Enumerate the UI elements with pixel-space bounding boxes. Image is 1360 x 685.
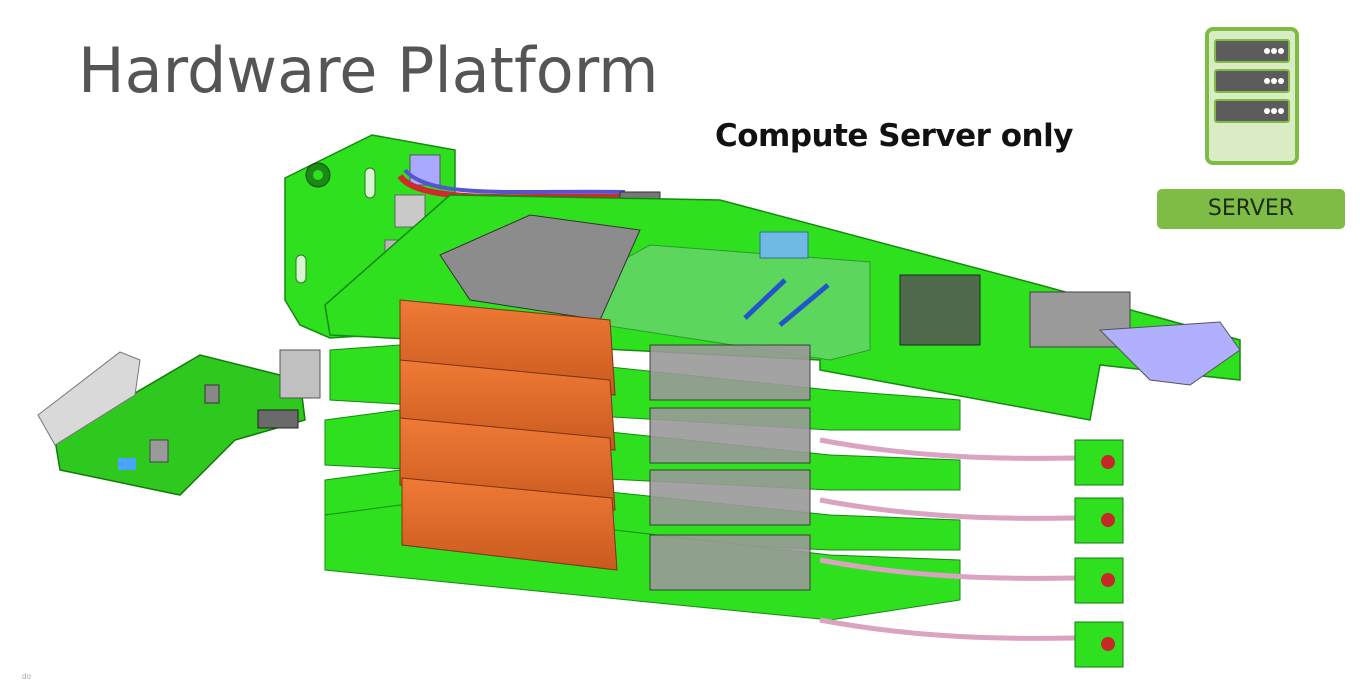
side-module-4	[1074, 621, 1124, 668]
compute-board-stack	[279, 299, 961, 621]
pink-cables	[819, 437, 1076, 641]
slide-title: Hardware Platform	[78, 34, 659, 107]
side-module-3	[1074, 557, 1124, 604]
compute-board-4	[324, 477, 961, 621]
side-module-2	[1074, 497, 1124, 544]
server-rack-icon	[1205, 27, 1299, 165]
side-modules	[1074, 439, 1124, 668]
top-main-board	[324, 194, 1241, 421]
slide-subtitle: Compute Server only	[715, 118, 1073, 154]
side-module-1	[1074, 439, 1124, 486]
left-expansion-card	[37, 351, 306, 496]
slide-footnote: do	[22, 672, 31, 681]
server-label-badge: SERVER	[1157, 189, 1345, 229]
